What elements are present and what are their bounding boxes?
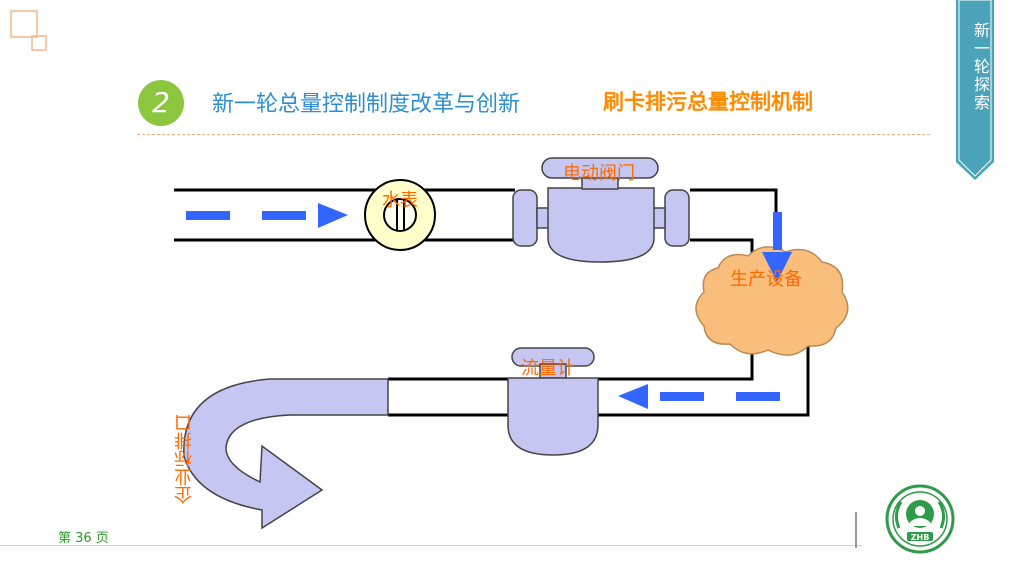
section-ribbon — [956, 0, 994, 180]
production-equipment-label: 生产设备 — [730, 269, 802, 290]
slide-subtitle: 刷卡排污总量控制机制 — [603, 90, 813, 114]
return-pipe — [388, 330, 810, 417]
flow-meter-label: 流量计 — [521, 358, 575, 379]
zhb-logo-icon: ZHB — [885, 484, 955, 554]
footer-separator — [855, 512, 857, 548]
slide-title: 新一轮总量控制制度改革与创新 — [212, 92, 521, 117]
outlet-label: 企业标排口 — [174, 414, 195, 504]
flow-arrow-bottom — [618, 384, 780, 409]
electric-valve-icon — [512, 157, 690, 263]
water-meter-label: 水表 — [382, 190, 418, 211]
flow-meter-icon — [507, 347, 599, 456]
corner-decoration-icon — [10, 10, 47, 51]
footer-line — [0, 545, 862, 546]
flow-arrow-down — [762, 212, 792, 282]
svg-text:ZHB: ZHB — [911, 533, 930, 542]
electric-valve-label: 电动阀门 — [563, 163, 635, 184]
production-equipment-icon — [695, 246, 849, 356]
title-divider — [137, 134, 930, 135]
flow-arrow-top — [186, 203, 348, 228]
page-number: 第 36 页 — [58, 531, 109, 546]
ribbon-label: 新一轮探索 — [971, 22, 990, 112]
outlet-pipe-icon — [183, 378, 389, 530]
water-meter-icon — [364, 179, 436, 251]
section-number-badge: 2 — [138, 80, 184, 126]
